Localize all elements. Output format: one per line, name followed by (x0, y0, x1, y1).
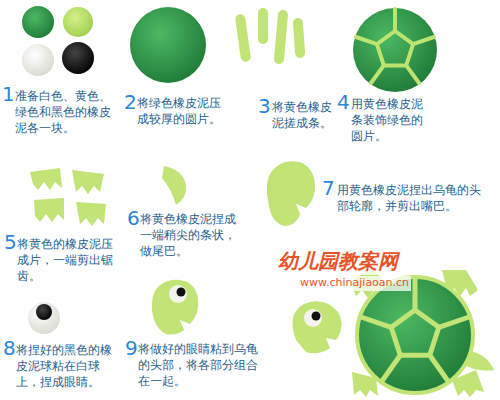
step-text: 将黄色橡皮泥捏成一端稍尖的条状，做尾巴。 (140, 211, 236, 260)
callout-number: 9 (125, 338, 138, 358)
head-with-eye (152, 280, 199, 335)
callout-number: 6 (127, 208, 140, 228)
step-text: 准备白色、黄色、绿色和黑色的橡皮泥各一块。 (15, 88, 115, 137)
eye-ball (28, 302, 60, 334)
decorated-shell (353, 8, 437, 92)
yellow-strips (235, 8, 306, 64)
callout-number: 5 (4, 232, 17, 252)
step-text: 将做好的眼睛粘到乌龟的头部，将各部分组合在一起。 (138, 341, 258, 390)
finished-turtle (292, 268, 494, 397)
watermark-url: www.chinajiaoan.cn (298, 276, 411, 291)
green-disc (130, 7, 206, 83)
watermark: 幼儿园教案网 (276, 248, 400, 275)
step-text: 将捏好的黑色的橡皮泥球粘在白球上，捏成眼睛。 (16, 342, 120, 391)
callout-number: 2 (124, 92, 137, 112)
step-text: 用黄色橡皮泥捏出乌龟的头部轮廓，并剪出嘴巴。 (337, 182, 487, 214)
step-text: 将黄色的橡皮泥压成片，一端剪出锯齿。 (17, 236, 117, 285)
step-text: 将绿色橡皮泥压成较厚的圆片。 (137, 95, 229, 127)
callout-number: 1 (2, 84, 15, 104)
callout-number: 4 (337, 92, 350, 112)
tail-piece (162, 166, 186, 205)
step-text: 将黄色橡皮泥搓成条。 (272, 99, 338, 131)
clay-balls (22, 6, 94, 76)
callout-number: 7 (322, 178, 335, 198)
callout-number: 8 (3, 338, 16, 358)
callout-number: 3 (258, 96, 271, 116)
head-piece (267, 161, 315, 226)
jagged-legs (30, 168, 106, 226)
step-text: 用黄色橡皮泥条装饰绿色的圆片。 (351, 96, 433, 145)
